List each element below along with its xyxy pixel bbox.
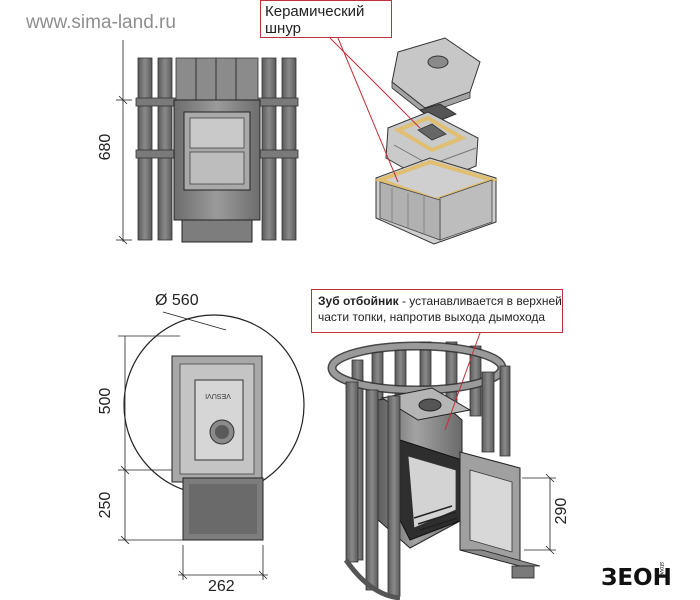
dimension-label-diameter: Ø 560	[155, 292, 199, 309]
callout-leader	[337, 37, 399, 183]
dimension-label-250: 250	[97, 491, 114, 519]
callout-ceramic-cord-line2: шнур	[265, 20, 301, 37]
frame-bar	[281, 57, 297, 241]
dimension-label-262: 262	[208, 578, 235, 595]
callout-leader	[329, 37, 421, 129]
frame-bar	[261, 57, 277, 241]
callout-deflector-text1: - устанавливается в верхней	[398, 294, 562, 308]
callout-deflector-text2: части топки, напротив выхода дымохода	[318, 310, 546, 324]
watermark-text: www.sima-land.ru	[26, 12, 176, 33]
callout-deflector-lead: Зуб отбойник	[318, 294, 399, 308]
callout-ceramic-cord: Керамический шнур	[260, 0, 392, 38]
stove-plate-label: VESUVI	[205, 392, 231, 399]
exploded-view	[329, 37, 499, 245]
callout-ceramic-cord-line1: Керамический	[265, 3, 365, 20]
top-view-stove	[118, 311, 305, 580]
front-view-stove	[116, 40, 299, 245]
ceramic-cord-ring	[393, 115, 467, 153]
dimension-label-680: 680	[97, 133, 114, 161]
frame-bar	[137, 57, 153, 241]
frame-bar	[157, 57, 173, 241]
callout-deflector-tooth: Зуб отбойник - устанавливается в верхней…	[311, 289, 563, 333]
cutaway-view-stove	[327, 332, 556, 600]
dimension-label-500: 500	[97, 387, 114, 415]
callout-leader	[444, 332, 481, 431]
diameter-leader	[162, 311, 227, 331]
dimension-label-290: 290	[553, 497, 570, 525]
brand-logo-sub: stove	[658, 562, 664, 577]
brand-logo: ЗЕОН	[601, 565, 672, 591]
